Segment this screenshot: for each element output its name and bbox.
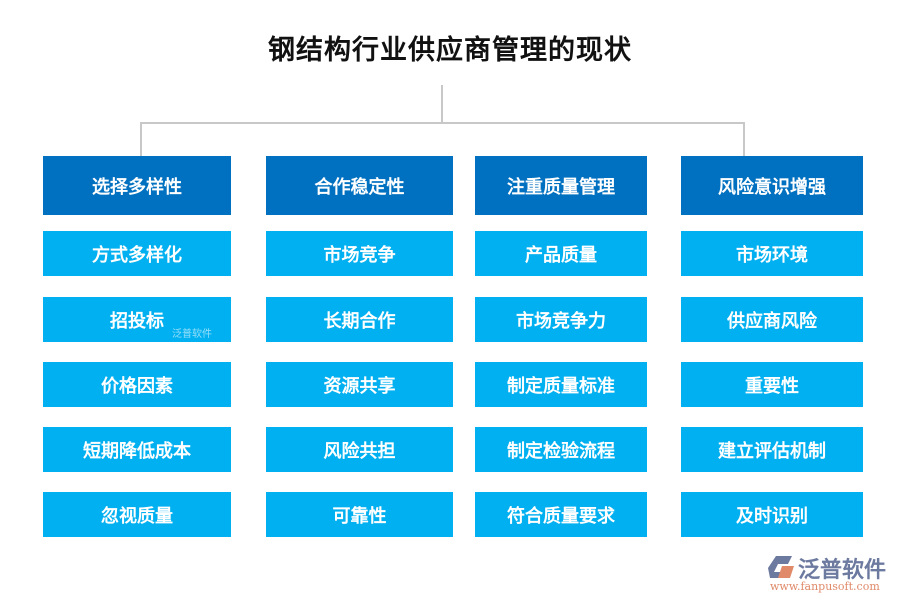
column-item: 风险共担 xyxy=(266,427,453,472)
column-header: 选择多样性 xyxy=(43,156,231,215)
column-item: 忽视质量 xyxy=(43,492,231,537)
diagram-title: 钢结构行业供应商管理的现状 xyxy=(268,35,632,66)
logo-url: www.fanpusoft.com xyxy=(770,580,880,593)
column-item: 市场竞争力 xyxy=(475,297,647,342)
column-item: 价格因素 xyxy=(43,362,231,407)
connector-horizontal xyxy=(140,122,745,124)
connector-right xyxy=(743,122,745,156)
connector-trunk xyxy=(441,85,443,123)
column-item: 制定质量标准 xyxy=(475,362,647,407)
logo-name: 泛普软件 xyxy=(798,558,887,583)
column-item: 长期合作 xyxy=(266,297,453,342)
column-header: 风险意识增强 xyxy=(681,156,863,215)
column-item: 市场竞争 xyxy=(266,231,453,276)
connector-left xyxy=(140,122,142,156)
column-item: 可靠性 xyxy=(266,492,453,537)
column-item: 方式多样化 xyxy=(43,231,231,276)
column-item: 制定检验流程 xyxy=(475,427,647,472)
column-header: 注重质量管理 xyxy=(475,156,647,215)
column-item: 符合质量要求 xyxy=(475,492,647,537)
logo-icon xyxy=(768,556,794,578)
watermark: 泛普软件 xyxy=(172,329,212,340)
column-item: 资源共享 xyxy=(266,362,453,407)
column-item: 重要性 xyxy=(681,362,863,407)
column-item: 产品质量 xyxy=(475,231,647,276)
column-item: 建立评估机制 xyxy=(681,427,863,472)
column-item: 及时识别 xyxy=(681,492,863,537)
logo: 泛普软件 www.fanpusoft.com xyxy=(768,552,898,597)
column-item: 市场环境 xyxy=(681,231,863,276)
column-header: 合作稳定性 xyxy=(266,156,453,215)
column-item: 招投标 xyxy=(43,297,231,342)
column-item: 供应商风险 xyxy=(681,297,863,342)
column-item: 短期降低成本 xyxy=(43,427,231,472)
